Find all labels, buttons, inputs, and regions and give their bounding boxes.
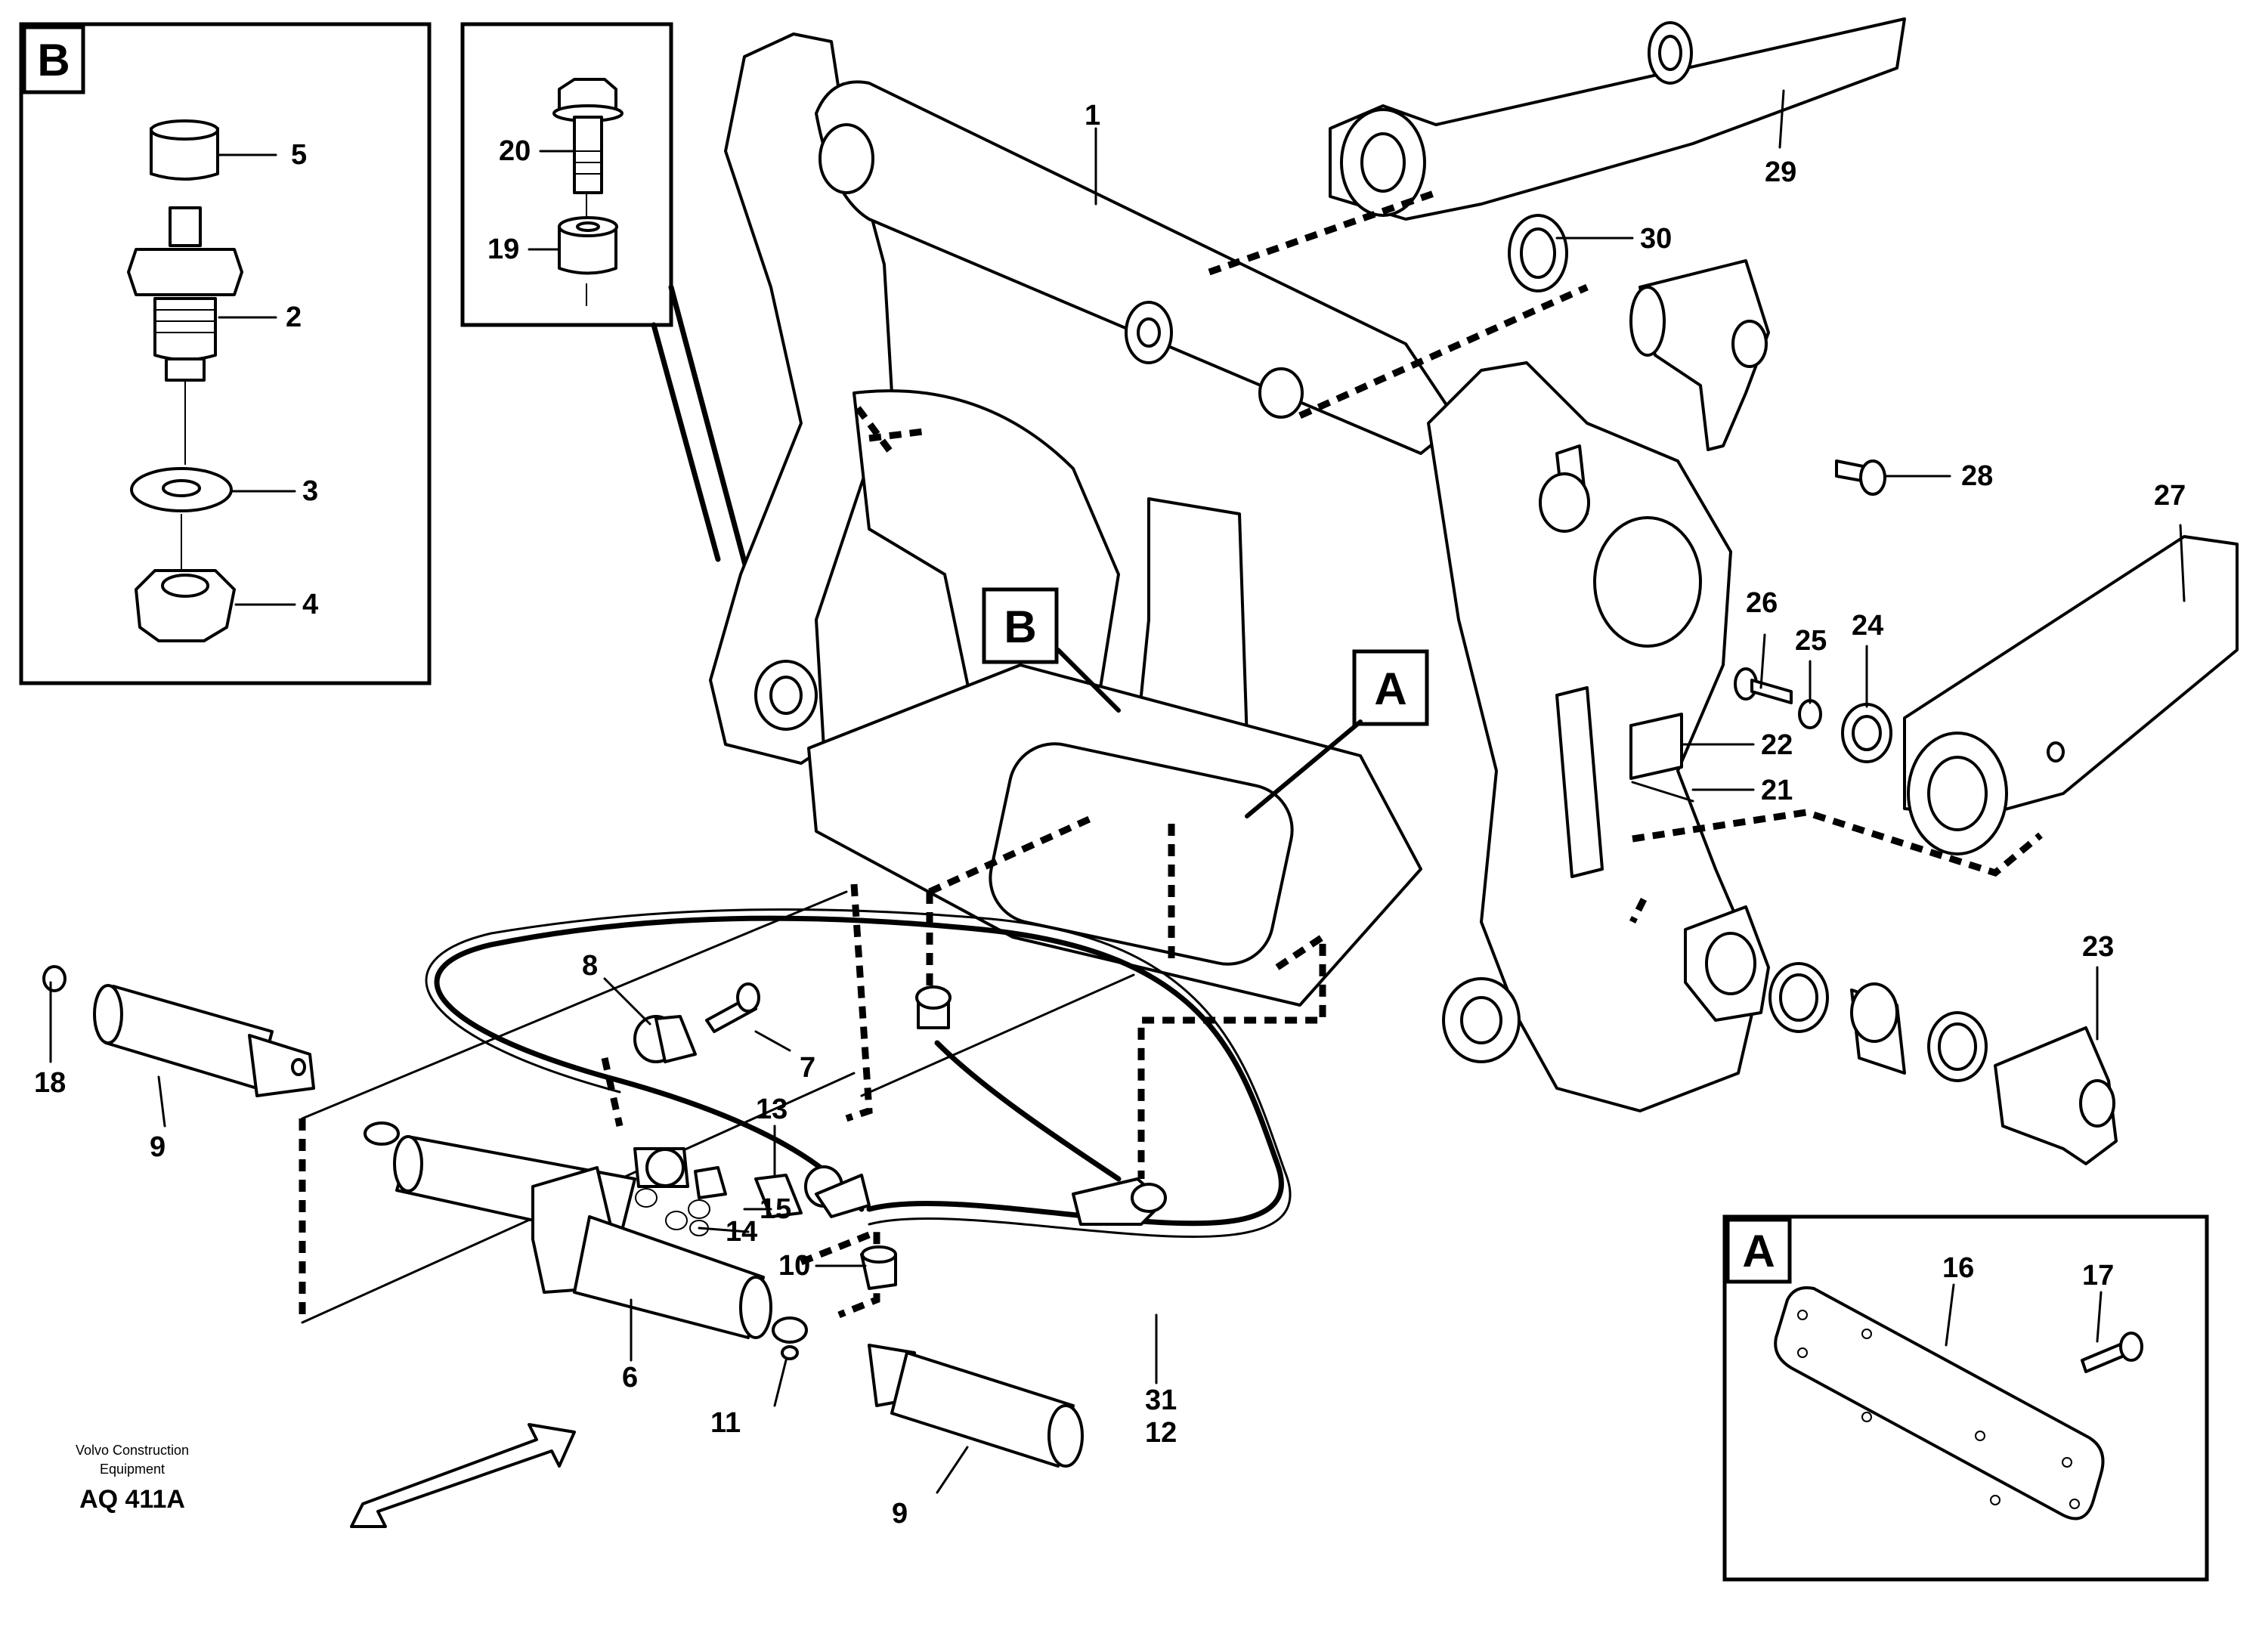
upper-link-arm	[1329, 17, 1906, 221]
main-flag-b: B	[982, 587, 1121, 713]
callout-27: 27	[2154, 480, 2186, 512]
upper-pin-part	[1629, 259, 1770, 451]
callout-24: 24	[1852, 610, 1883, 642]
callout-20: 20	[499, 135, 531, 167]
callout-25: 25	[1795, 625, 1827, 657]
plate-22-part	[1629, 713, 1683, 780]
shim-21-part	[1631, 781, 1694, 803]
callout-18: 18	[34, 1067, 66, 1099]
callout-26: 26	[1746, 587, 1778, 619]
callout-28: 28	[1961, 460, 1993, 492]
nut-part	[135, 569, 236, 642]
callout-4: 4	[302, 589, 318, 620]
cap-part	[150, 119, 219, 181]
callout-11: 11	[710, 1407, 741, 1439]
spacer-bushing-part	[558, 216, 618, 275]
main-flag-a-letter: A	[1374, 664, 1406, 714]
lower-pin-assembly	[1684, 905, 2118, 1165]
pin-9-lower	[868, 1344, 1084, 1468]
callout-17: 17	[2082, 1260, 2114, 1292]
detail-a-panel: A 16 17	[1722, 1214, 2209, 1582]
left-side-plate	[709, 32, 893, 765]
callout-3: 3	[302, 475, 318, 507]
footer-code: AQ 411A	[79, 1485, 185, 1514]
footer-company-line1: Volvo Construction	[76, 1443, 189, 1458]
callout-10: 10	[778, 1250, 810, 1282]
spacer-24-part	[1841, 703, 1892, 763]
callout-6: 6	[622, 1362, 638, 1394]
callout-21: 21	[1761, 775, 1793, 806]
lower-link-arm	[1903, 535, 2239, 855]
callout-5: 5	[291, 139, 307, 171]
leader-lines	[49, 89, 2186, 1494]
callout-2: 2	[286, 302, 302, 333]
callout-30: 30	[1640, 223, 1672, 255]
sensor-fitting-part	[127, 206, 243, 382]
callout-15: 15	[760, 1193, 791, 1225]
footer-block: Volvo Construction Equipment AQ 411A	[76, 1423, 576, 1528]
flange-bolt-part	[552, 78, 624, 194]
callout-16: 16	[1942, 1252, 1974, 1284]
pin-9-upper	[42, 965, 315, 1097]
detail-b-letter-box	[22, 25, 85, 94]
main-flag-a: A	[1245, 649, 1429, 818]
callout-8: 8	[582, 950, 598, 982]
callout-7: 7	[800, 1052, 815, 1084]
washer-25-part	[1798, 699, 1822, 729]
hydraulic-hose	[425, 908, 1292, 1239]
hose-fittings	[633, 982, 897, 1290]
detail-b-letter: B	[37, 35, 70, 85]
callout-19: 19	[487, 234, 519, 265]
callout-9a: 9	[150, 1131, 166, 1163]
right-upper-bore	[1593, 516, 1702, 648]
detail-b-panel: B 5 2	[19, 22, 432, 685]
top-left-bore	[818, 123, 874, 194]
callout-12: 12	[1145, 1417, 1177, 1449]
main-frame-assembly	[709, 32, 1762, 1112]
callout-29: 29	[1765, 156, 1796, 188]
bolt-28-part	[1835, 459, 1886, 496]
callout-13: 13	[756, 1094, 788, 1125]
main-flag-b-letter: B	[1004, 602, 1036, 652]
bolt-26-part	[1734, 667, 1793, 704]
callout-1: 1	[1085, 100, 1100, 131]
detail-bolt-panel: 20 19	[460, 22, 750, 574]
callout-23: 23	[2082, 931, 2114, 963]
direction-arrow	[350, 1423, 576, 1528]
hydraulic-cylinder	[364, 1121, 808, 1360]
footer-company-line2: Equipment	[100, 1462, 165, 1477]
callout-22: 22	[1761, 729, 1793, 761]
detail-a-letter-box	[1725, 1217, 1792, 1284]
main-callouts: 1 29 30 28 27 26 25 24 22 21 23 8 7 18 9…	[34, 100, 2186, 1530]
washer-30-part	[1508, 214, 1568, 292]
cover-bolt-part	[2081, 1332, 2143, 1373]
detail-a-letter: A	[1742, 1226, 1775, 1276]
detail-a-frame	[1722, 1214, 2209, 1582]
access-opening	[989, 742, 1294, 966]
callout-14: 14	[726, 1216, 757, 1248]
washer-part	[130, 467, 233, 512]
cover-plate-part	[1774, 1286, 2105, 1521]
assembly-dash-lines	[299, 189, 2043, 1324]
callout-9b: 9	[892, 1498, 908, 1530]
detail-b-frame	[19, 22, 432, 685]
callout-31: 31	[1145, 1384, 1177, 1416]
